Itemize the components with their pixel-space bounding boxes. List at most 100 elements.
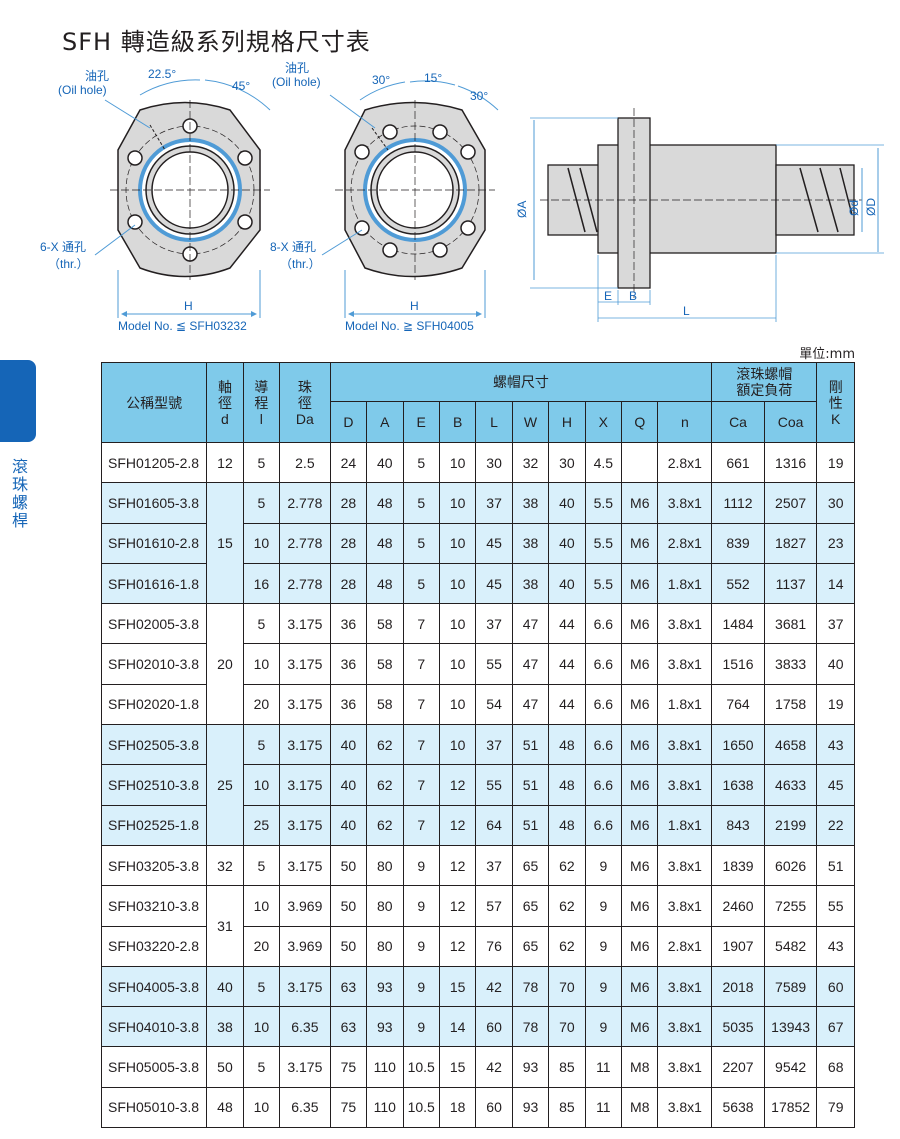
cell-l: 37 xyxy=(475,482,513,524)
cell-e: 7 xyxy=(402,643,440,685)
cell-w: 47 xyxy=(511,603,550,645)
cell-a: 62 xyxy=(366,764,404,806)
cell-ca: 661 xyxy=(711,441,765,484)
cell-x: 11 xyxy=(584,1086,623,1129)
cell-d: 63 xyxy=(329,965,368,1008)
cell-e: 9 xyxy=(402,844,440,887)
cell-l: 37 xyxy=(475,603,513,645)
cell-model: SFH03220-2.8 xyxy=(100,925,208,967)
header-x: X xyxy=(584,401,623,443)
cell-w: 38 xyxy=(511,482,550,524)
cell-k: 68 xyxy=(816,1046,855,1088)
oil-hole-label-cn-1: 油孔 xyxy=(85,69,109,83)
cell-da: 3.175 xyxy=(279,965,331,1008)
cell-e: 7 xyxy=(402,804,440,846)
cell-x: 5.5 xyxy=(584,482,623,524)
cell-x: 6.6 xyxy=(584,643,623,685)
cell-model: SFH01205-2.8 xyxy=(100,441,208,484)
cell-coa: 5482 xyxy=(763,925,818,967)
cell-coa: 9542 xyxy=(763,1046,818,1088)
cell-a: 48 xyxy=(366,562,404,605)
cell-shaft: 50 xyxy=(206,1046,244,1088)
dia-d-large-label: ØD xyxy=(864,198,878,216)
cell-l: 37 xyxy=(475,724,513,766)
cell-l: 5 xyxy=(242,1046,281,1088)
cell-coa: 7255 xyxy=(763,885,818,927)
cell-model: SFH02010-3.8 xyxy=(100,643,208,685)
cell-e: 7 xyxy=(402,683,440,726)
cell-ca: 1484 xyxy=(711,603,765,645)
cell-da: 2.778 xyxy=(279,522,331,564)
cell-h: 30 xyxy=(548,441,586,484)
cell-shaft: 12 xyxy=(206,441,244,484)
header-w: W xyxy=(511,401,550,443)
cell-da: 6.35 xyxy=(279,1086,331,1129)
cell-l: 20 xyxy=(242,683,281,726)
unit-label: 單位:mm xyxy=(799,347,855,362)
cell-n: 2.8x1 xyxy=(657,925,713,967)
cell-b: 10 xyxy=(438,724,477,766)
cell-model: SFH02510-3.8 xyxy=(100,764,208,806)
cell-ca: 2207 xyxy=(711,1046,765,1088)
cell-shaft: 38 xyxy=(206,1006,244,1048)
cell-ca: 2018 xyxy=(711,965,765,1008)
header-model: 公稱型號 xyxy=(100,362,208,443)
cell-l: 60 xyxy=(475,1006,513,1048)
cell-ca: 1650 xyxy=(711,724,765,766)
cell-w: 65 xyxy=(511,844,550,887)
cell-l: 10 xyxy=(242,643,281,685)
cell-q: M6 xyxy=(621,844,659,887)
cell-q: M6 xyxy=(621,764,659,806)
cell-x: 6.6 xyxy=(584,804,623,846)
cell-h: 62 xyxy=(548,844,586,887)
cell-q: M6 xyxy=(621,885,659,927)
cell-x: 9 xyxy=(584,925,623,967)
cell-l: 64 xyxy=(475,804,513,846)
cell-l: 10 xyxy=(242,522,281,564)
cell-n: 3.8x1 xyxy=(657,603,713,645)
cell-q: M6 xyxy=(621,925,659,967)
cell-n: 2.8x1 xyxy=(657,441,713,484)
cell-d: 28 xyxy=(329,562,368,605)
cell-l: 42 xyxy=(475,965,513,1008)
cell-k: 79 xyxy=(816,1086,855,1129)
cell-a: 62 xyxy=(366,804,404,846)
cell-model: SFH04010-3.8 xyxy=(100,1006,208,1048)
cell-w: 65 xyxy=(511,885,550,927)
thru-hole-label-cn-2: 8-X 通孔 xyxy=(270,240,316,254)
angle-label-22-5: 22.5° xyxy=(148,67,176,81)
cell-a: 62 xyxy=(366,724,404,766)
cell-a: 40 xyxy=(366,441,404,484)
cell-b: 10 xyxy=(438,603,477,645)
cell-l: 45 xyxy=(475,522,513,564)
header-n: n xyxy=(657,401,713,443)
cell-coa: 1137 xyxy=(763,562,818,605)
cell-x: 5.5 xyxy=(584,522,623,564)
cell-x: 6.6 xyxy=(584,764,623,806)
cell-n: 1.8x1 xyxy=(657,683,713,726)
cell-l: 10 xyxy=(242,885,281,927)
cell-model: SFH02525-1.8 xyxy=(100,804,208,846)
cell-n: 3.8x1 xyxy=(657,1006,713,1048)
cell-d: 63 xyxy=(329,1006,368,1048)
cell-l: 57 xyxy=(475,885,513,927)
cell-model: SFH01616-1.8 xyxy=(100,562,208,605)
cell-shaft: 31 xyxy=(206,885,244,967)
cell-da: 3.175 xyxy=(279,724,331,766)
header-d: D xyxy=(329,401,368,443)
cell-q: M6 xyxy=(621,562,659,605)
cell-ca: 1516 xyxy=(711,643,765,685)
cell-da: 2.778 xyxy=(279,562,331,605)
cell-q: M8 xyxy=(621,1046,659,1088)
cell-k: 40 xyxy=(816,643,855,685)
cell-n: 3.8x1 xyxy=(657,1046,713,1088)
cell-w: 38 xyxy=(511,522,550,564)
cell-x: 4.5 xyxy=(584,441,623,484)
cell-x: 11 xyxy=(584,1046,623,1088)
